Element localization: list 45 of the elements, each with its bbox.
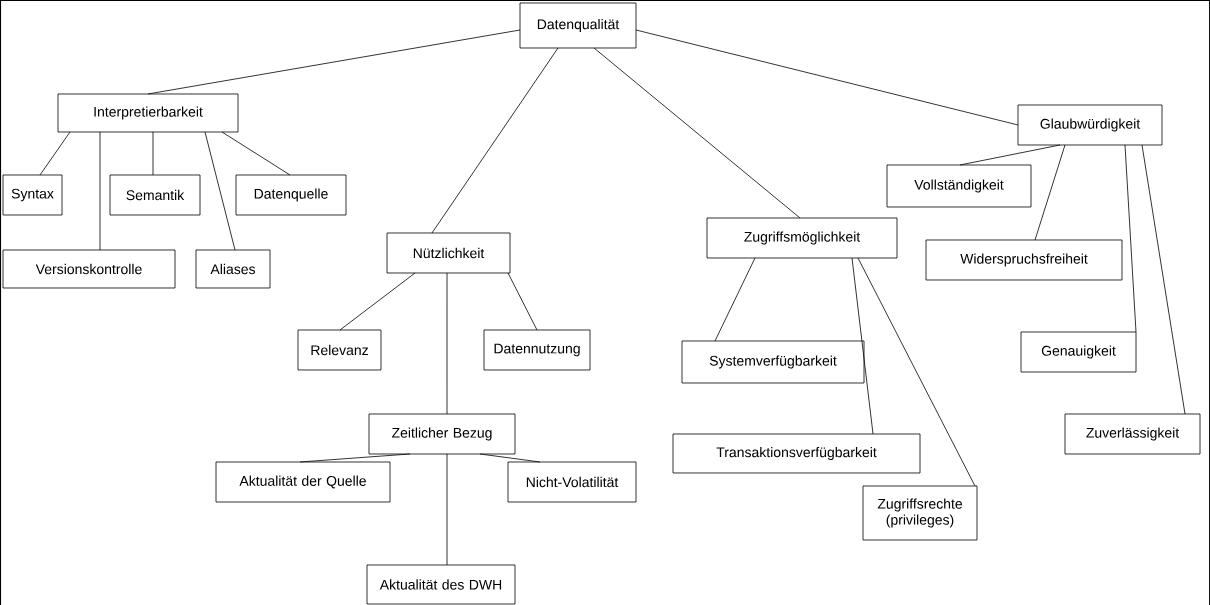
category-box: Genauigkeit (1020, 331, 1137, 373)
category-box: Interpretierbarkeit (57, 93, 239, 133)
category-box: Versionskontrolle (2, 249, 176, 289)
category-box: Datenqualität (519, 2, 637, 49)
category-box: Zugriffsmöglichkeit (706, 217, 898, 259)
category-box: Datenquelle (235, 174, 347, 216)
category-box: Zuverlässigkeit (1064, 413, 1201, 455)
category-box: Vollständigkeit (886, 164, 1032, 208)
connector-line (1141, 144, 1186, 415)
connector-line (857, 257, 976, 487)
connector-line (959, 144, 1061, 166)
connector-line (147, 29, 521, 95)
category-box: Datennutzung (483, 329, 591, 371)
connector-line (431, 47, 559, 234)
connector-line (204, 131, 236, 251)
connector-line (593, 47, 801, 219)
connector-line (851, 257, 874, 435)
connector-line (714, 257, 756, 342)
category-box: Semantik (109, 174, 201, 216)
connector-line (339, 272, 416, 331)
connector-line (39, 131, 71, 176)
connector-line (99, 131, 101, 251)
connector-line (1124, 144, 1137, 333)
category-box: Nützlichkeit (386, 232, 511, 274)
connector-line (479, 453, 541, 463)
category-box: Relevanz (297, 329, 382, 371)
connector-line (446, 453, 448, 566)
category-box: Zugriffsrechte (privileges) (862, 485, 978, 541)
category-box: Aktualität des DWH (366, 564, 516, 605)
connector-line (507, 272, 538, 331)
connector-line (299, 453, 411, 463)
connector-line (635, 29, 1019, 126)
category-box: Transaktionsverfügbarkeit (672, 433, 921, 474)
category-box: Syntax (2, 174, 63, 216)
category-box: Zeitlicher Bezug (368, 413, 516, 455)
category-box: Nicht-Volatilität (507, 461, 637, 503)
connector-line (221, 131, 291, 176)
connector-line (1034, 144, 1066, 241)
category-box: Aktualität der Quelle (215, 461, 391, 503)
connector-line (446, 272, 448, 415)
category-box: Aliases (195, 249, 271, 289)
category-box: Glaubwürdigkeit (1017, 104, 1163, 146)
connector-line (152, 131, 154, 176)
category-box: Widerspruchsfreiheit (925, 239, 1123, 281)
category-box: Systemverfügbarkeit (681, 340, 865, 384)
